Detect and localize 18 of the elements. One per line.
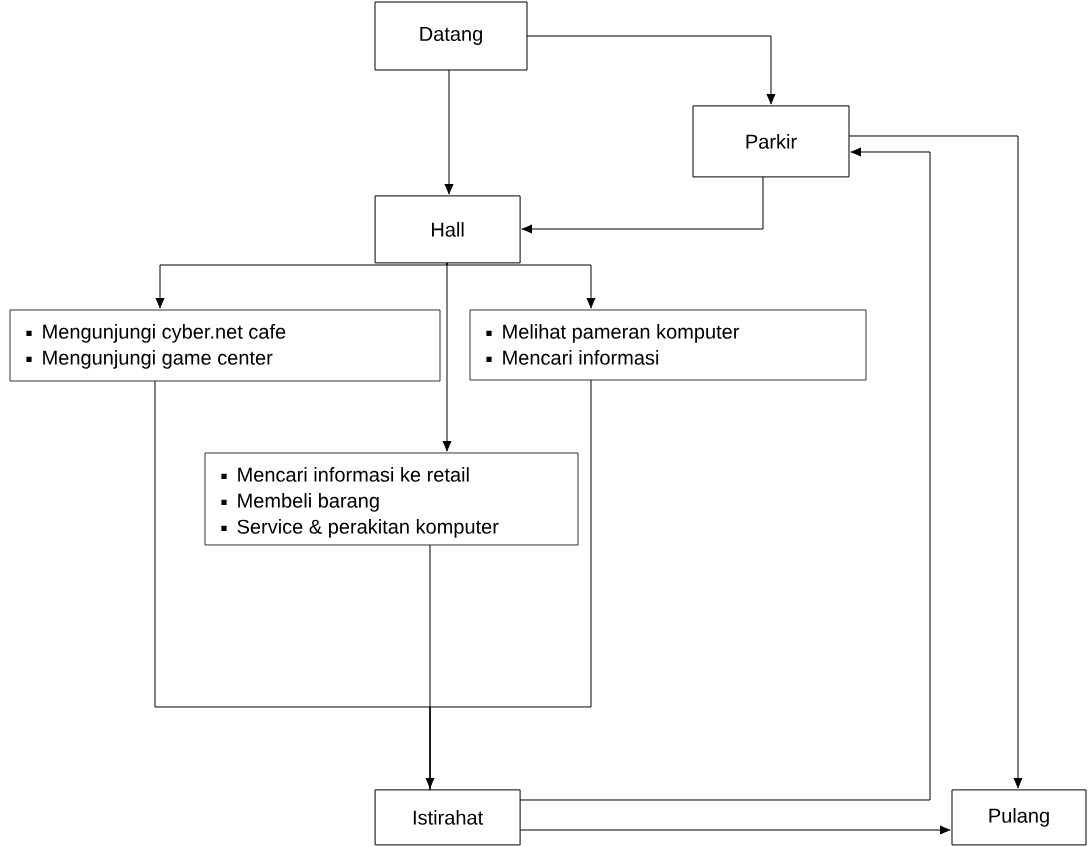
arrow xyxy=(444,69,454,195)
arrow xyxy=(521,176,764,234)
process-box: Parkir xyxy=(692,105,850,178)
process-box: Pulang xyxy=(951,789,1087,846)
arrow xyxy=(526,35,776,105)
arrow xyxy=(446,262,596,309)
arrow xyxy=(442,262,452,452)
arrow xyxy=(155,262,448,309)
activity-box: Mengunjungi cyber.net cafe Mengunjungi game center xyxy=(9,309,441,382)
process-box: Datang xyxy=(374,1,528,71)
activity-box: Melihat pameran komputer Mencari informasi xyxy=(469,309,867,381)
arrow xyxy=(519,825,951,835)
process-box: Hall xyxy=(374,195,521,264)
process-box: Istirahat xyxy=(374,789,521,846)
arrow xyxy=(519,147,931,801)
arrow xyxy=(425,544,435,789)
activity-box: Mencari informasi ke retail Membeli barang Service & perakitan komputer xyxy=(204,452,579,546)
arrow xyxy=(848,135,1023,789)
